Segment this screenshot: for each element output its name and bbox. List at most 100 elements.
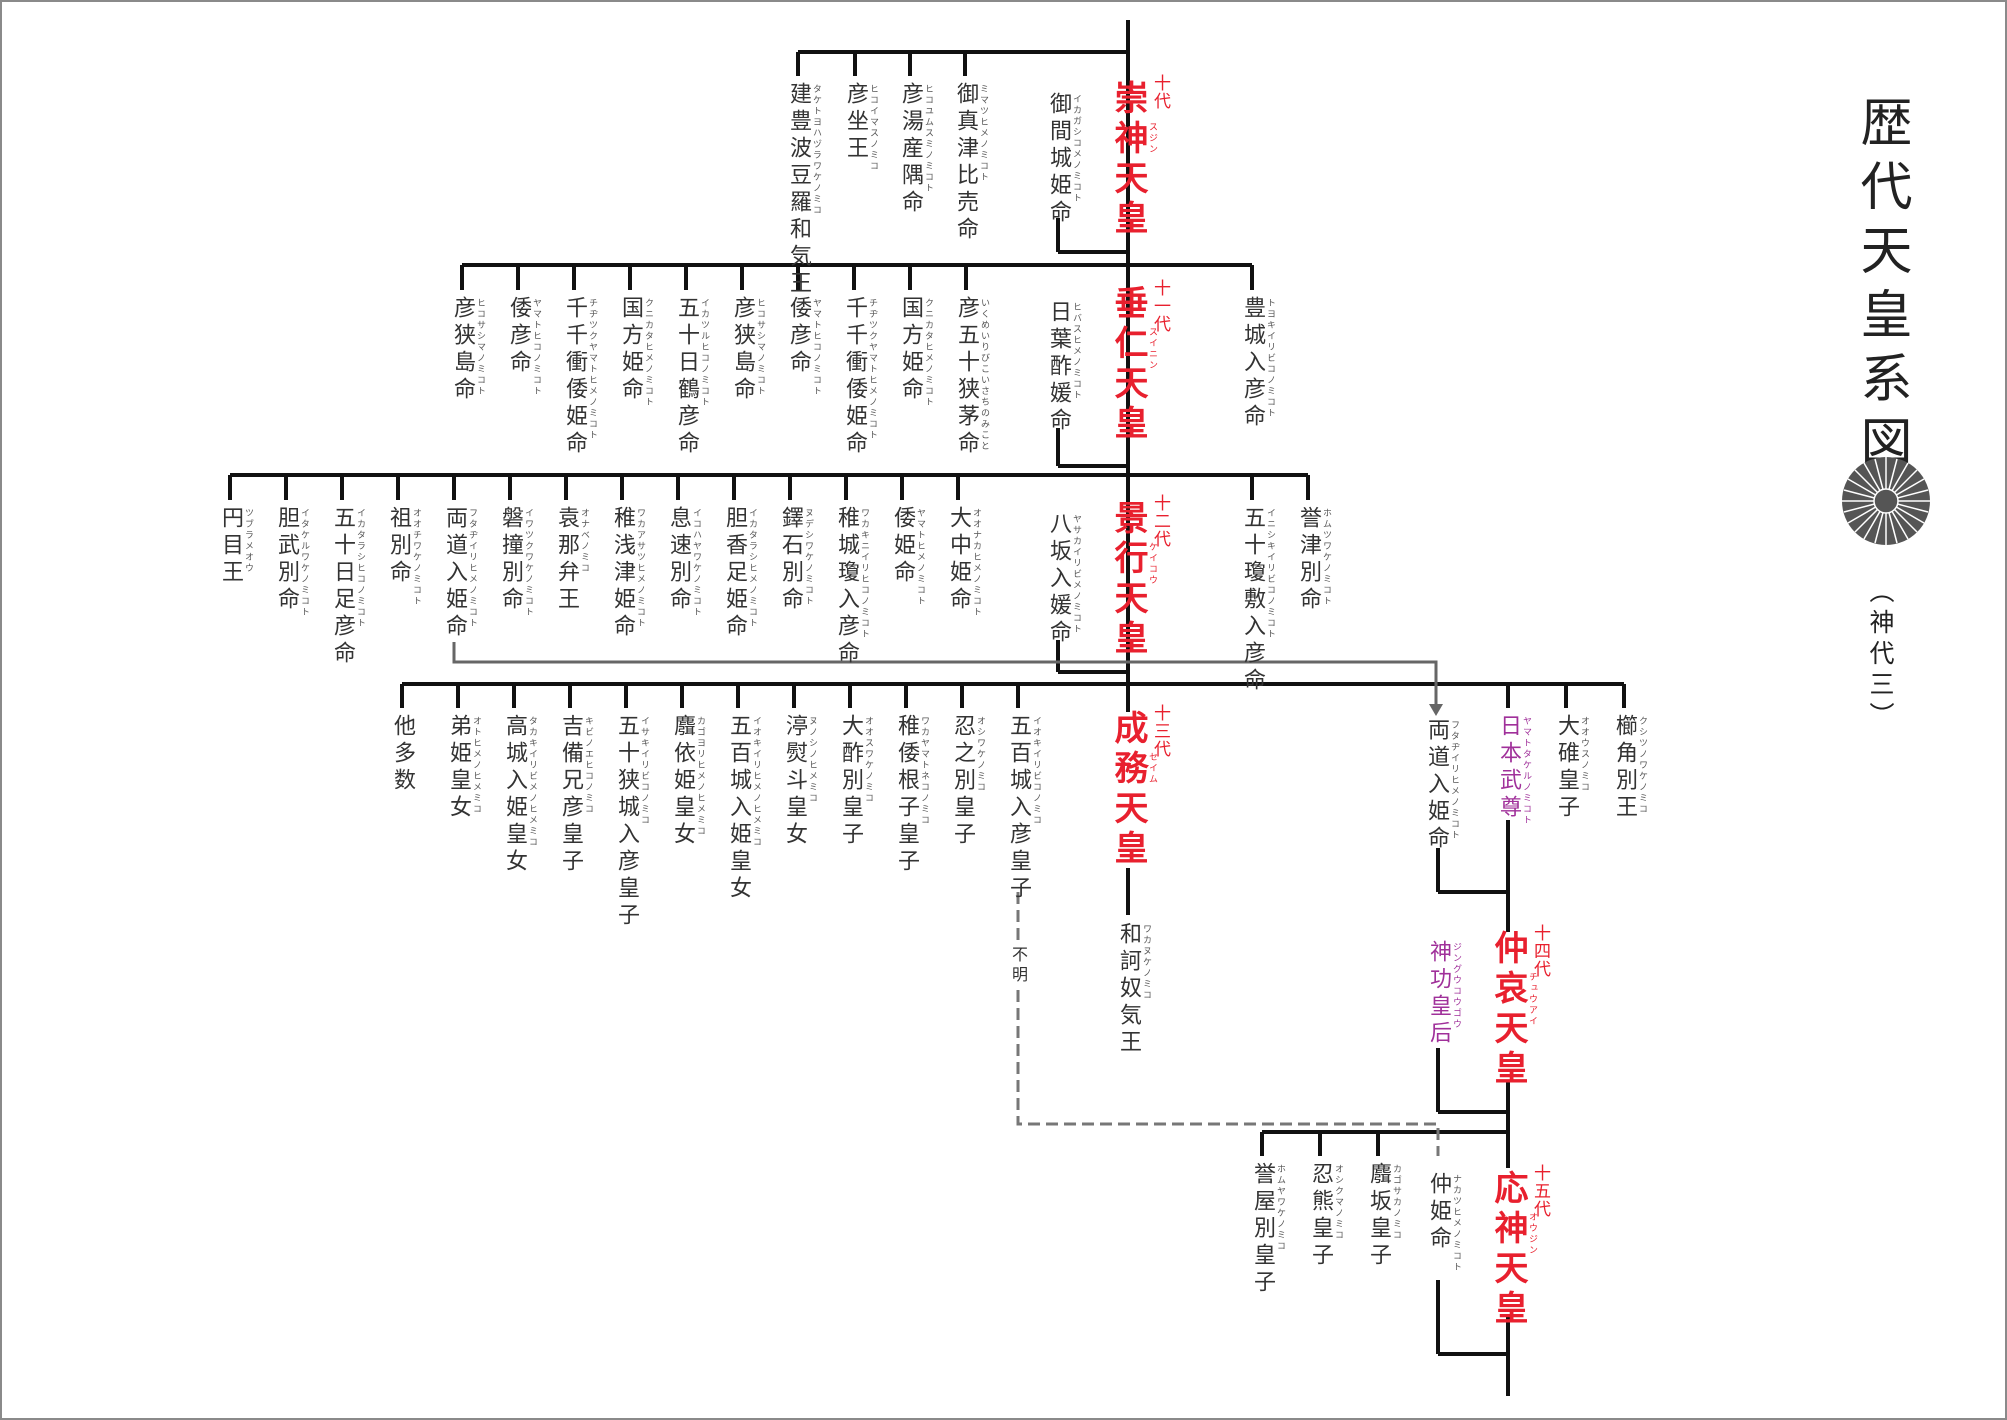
person-name-wakanu: 和訶奴気王 [1116, 922, 1141, 1057]
person-name-isaki: 五十狭城入彦皇子 [614, 714, 639, 930]
person-name-onabe: 袁那弁王 [554, 506, 579, 614]
person-name-oshikuma: 忍熊皇子 [1308, 1162, 1333, 1270]
page-subtitle: （神代三） [1866, 578, 1895, 733]
person-name-ojin: 応神天皇 [1488, 1170, 1528, 1330]
person-kana-kibinoe: キビノエヒコノミコ [583, 716, 593, 815]
person-kana-suinin: スイニン [1147, 327, 1157, 371]
person-kana-seimu: セイム [1147, 752, 1157, 785]
person-name-homuya: 誉屋別皇子 [1250, 1162, 1275, 1297]
person-name-kibinoe: 吉備兄彦皇子 [558, 714, 583, 876]
person-name-takehani: 建豊波豆羅和気王 [786, 82, 811, 298]
person-kana-kagoyori: カゴヨリヒメノヒメミコ [695, 716, 705, 837]
person-name-yamatotakeru: 日本武尊 [1496, 714, 1521, 822]
person-name-isachi: 彦五十狭茅命 [954, 296, 979, 458]
person-name-wakahime: 倭姫命 [890, 506, 915, 587]
person-name-hibasu: 日葉酢媛命 [1046, 300, 1071, 435]
person-name-toyoki: 豊城入彦命 [1240, 296, 1265, 431]
person-name-wakaasa: 稚浅津姫命 [610, 506, 635, 641]
person-kana-hikoyu: ヒコユムスミノミコト [923, 84, 933, 194]
person-name-yamatohiko1: 倭彦命 [786, 296, 811, 377]
person-name-kushitsuno: 櫛角別王 [1612, 714, 1637, 822]
person-kana-yamatohiko2: ヤマトヒコノミコト [531, 298, 541, 397]
person-kana-nunoshi: ヌノシノヒメミコ [807, 716, 817, 804]
person-name-hikosa2: 彦狭島命 [450, 296, 475, 404]
person-kana-mimaki: イカガシコメノミコト [1071, 94, 1081, 204]
person-name-nuteshi: 鐸石別命 [778, 506, 803, 614]
person-kana-toyoki: トヨキイリビコノミコト [1265, 298, 1275, 419]
person-name-kagoyori: 麛依姫皇女 [670, 714, 695, 849]
person-name-kunibuku1: 国方姫命 [898, 296, 923, 404]
person-kana-isaki: イサキイリビコノミコ [639, 716, 649, 826]
generation-label-keiko: 十二代 [1150, 494, 1170, 548]
person-name-itsutanu: 五十日鶴彦命 [674, 296, 699, 458]
person-name-chichitsu2: 千千衝倭姫命 [562, 296, 587, 458]
person-kana-iwatsuku: イワツクワケノミコト [523, 508, 533, 618]
person-kana-chichitsu2: チヂツクヤマトヒメノミコト [587, 298, 597, 441]
person-kana-wakahime: ヤマトヒメノミコト [915, 508, 925, 607]
person-name-homutsu: 誉津別命 [1296, 506, 1321, 614]
person-kana-wakaki: ワカキニイリヒコノミコト [859, 508, 869, 640]
person-name-oshino: 忍之別皇子 [950, 714, 975, 849]
person-kana-takaki: タカキイリビメノヒメミコ [527, 716, 537, 848]
person-name-iokiiri: 五百城入彦皇子 [1006, 714, 1031, 903]
chrysanthemum-crest-icon [1842, 457, 1930, 545]
person-name-tsubura: 円目王 [218, 506, 243, 587]
person-name-onaka: 大中姫命 [946, 506, 971, 614]
person-kana-oshino: オシワケノミコ [975, 716, 985, 793]
page-title: 歴代天皇系図 [1851, 95, 1911, 479]
person-kana-yamatotakeru: ヤマトタケルノミコト [1521, 716, 1531, 826]
person-name-chuai: 仲哀天皇 [1488, 930, 1528, 1090]
person-kana-onaka: オオナカヒメノミコト [971, 508, 981, 618]
person-name-yasaka: 八坂入媛命 [1046, 512, 1071, 647]
person-kana-ikatarashi: イカタラシヒコノミコト [355, 508, 365, 629]
person-name-keiko: 景行天皇 [1108, 500, 1148, 660]
person-kana-keiko: ケイコウ [1147, 542, 1157, 586]
person-name-ousu: 大碓皇子 [1554, 714, 1579, 822]
person-name-ikatarashi: 五十日足彦命 [330, 506, 355, 668]
person-name-nakatsu: 仲姫命 [1426, 1172, 1451, 1253]
person-name-ikohaya: 息速別命 [666, 506, 691, 614]
person-name-hikoyu: 彦湯産隅命 [898, 82, 923, 217]
person-kana-isachi: いくめいりびこいさちのみこと [979, 298, 989, 452]
person-name-futaji1: 両道入姫命 [442, 506, 467, 641]
unknown-note: 不明 [1009, 946, 1028, 986]
person-kana-homuya: ホムヤワケノミコ [1275, 1164, 1285, 1252]
person-kana-hibasu: ヒバスヒメノミコト [1071, 302, 1081, 401]
person-name-inishiki: 五十瓊敷入彦命 [1240, 506, 1265, 695]
person-name-otohime: 弟姫皇女 [446, 714, 471, 822]
person-kana-kunibuku2: クニカタヒメノミコト [643, 298, 653, 408]
person-name-kagosaka: 麛坂皇子 [1366, 1162, 1391, 1270]
person-name-takaki: 高城入姫皇女 [502, 714, 527, 876]
person-name-futaji2: 両道入姫命 [1424, 718, 1449, 853]
person-kana-wakayamato: ワカヤマトネコノミコ [919, 716, 929, 826]
person-kana-kagosaka: カゴサカノミコ [1391, 1164, 1401, 1241]
person-kana-nakatsu: ナカツヒメノミコト [1451, 1174, 1461, 1273]
person-kana-chichitsu1: チヂツクヤマトヒメノミコト [867, 298, 877, 441]
generation-label-sujin: 十代 [1150, 74, 1170, 110]
person-kana-takehani: タケトヨハヅラワケノミコ [811, 84, 821, 216]
person-kana-iokiirihime: イオキイリヒメノヒメミコ [751, 716, 761, 848]
person-kana-futaji2: フタヂイリヒメノミコト [1449, 720, 1459, 841]
person-kana-mimatsu: ミマツヒメノミコト [978, 84, 988, 183]
person-name-itake: 胆武別命 [274, 506, 299, 614]
person-kana-otohime: オトヒメノヒメミコ [471, 716, 481, 815]
person-kana-yamatohiko1: ヤマトヒコノミコト [811, 298, 821, 397]
person-name-mimaki: 御間城姫命 [1046, 92, 1071, 227]
person-kana-onabe: オナベノミコ [579, 508, 589, 574]
person-name-jingu: 神功皇后 [1426, 940, 1451, 1048]
person-kana-tsubura: ツブラメオウ [243, 508, 253, 574]
person-name-ikatashi: 胆香足姫命 [722, 506, 747, 641]
generation-label-seimu: 十三代 [1150, 704, 1170, 758]
person-kana-yasaka: ヤサカイリビメノミコト [1071, 514, 1081, 635]
person-kana-homutsu: ホムツワケノミコト [1321, 508, 1331, 607]
person-name-wakayamato: 稚倭根子皇子 [894, 714, 919, 876]
person-name-wakaki: 稚城瓊入彦命 [834, 506, 859, 668]
person-name-chichitsu1: 千千衝倭姫命 [842, 296, 867, 458]
person-kana-hikoimasu: ヒコイマスノミコ [868, 84, 878, 172]
person-kana-kushitsuno: クシツノワケノミコ [1637, 716, 1647, 815]
person-name-seimu: 成務天皇 [1108, 710, 1148, 870]
person-name-iwatsuku: 磐撞別命 [498, 506, 523, 614]
person-kana-kunibuku1: クニカタヒメノミコト [923, 298, 933, 408]
person-kana-ikatashi: イカタラシヒメノミコト [747, 508, 757, 629]
person-kana-itsutanu: イカツルヒコノミコト [699, 298, 709, 408]
